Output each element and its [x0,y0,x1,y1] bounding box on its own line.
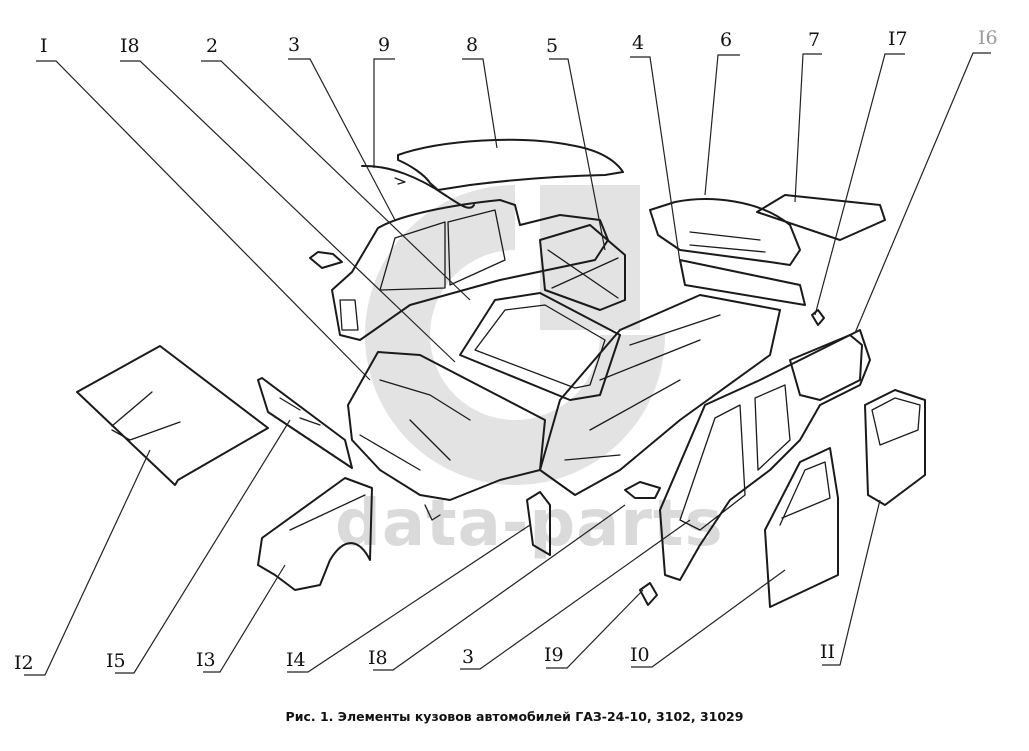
leader-lines [24,52,991,676]
callout-I5: I5 [106,650,126,672]
callout-4: 4 [632,32,644,54]
watermark-logo [365,185,665,485]
callout-9: 9 [378,34,390,56]
callout-I9: I9 [544,644,564,666]
callout-I7: I7 [888,28,908,50]
part-small-mount [639,582,658,606]
part-windshield-frame [459,292,621,401]
part-rear-door [864,389,926,506]
part-trunk-lid [756,194,886,241]
callout-8: 8 [466,34,478,56]
part-roof-panel [397,138,624,191]
part-rear-panel [649,198,801,266]
callout-6: 6 [720,29,732,51]
part-radiator-support-panel [257,377,353,469]
callouts-bottom: I2 I5 I3 I4 I8 3 I9 I0 II [14,641,835,674]
callout-I: I [40,35,48,57]
callout-5: 5 [546,35,558,57]
callout-I2: I2 [14,652,34,674]
figure-caption: Рис. 1. Элементы кузовов автомобилей ГАЗ… [285,709,744,724]
part-hood [76,345,269,486]
callout-7: 7 [808,29,820,51]
part-small-bracket-rear [811,309,825,326]
callout-2: 2 [206,35,218,57]
part-floor-pan [539,294,781,496]
part-rear-seat-partition [539,224,626,311]
part-side-pillar-bracket [526,491,551,556]
part-left-side-panel [331,199,609,341]
callout-II: II [820,641,835,663]
callouts-top: I I8 2 3 9 8 5 4 6 7 I7 I6 [40,27,998,57]
part-small-bracket [309,251,343,269]
callout-I3: I3 [196,649,216,671]
part-bracket [624,481,661,499]
part-front-fender [257,477,373,591]
callout-I6: I6 [978,27,998,49]
part-roof-rail [361,164,475,209]
callout-I8-bottom: I8 [368,647,388,669]
callout-3-top: 3 [288,34,300,56]
part-front-body-section [347,351,546,521]
part-right-side-panel [659,329,871,581]
watermark: data-parts [335,185,723,561]
callout-I8-top: I8 [120,35,140,57]
callout-3-bottom: 3 [462,646,474,668]
part-rear-crossmember [679,259,806,306]
part-rear-quarter-panel [789,334,863,401]
callout-I0: I0 [630,644,650,666]
part-front-door [764,447,839,608]
callout-I4: I4 [286,649,306,671]
